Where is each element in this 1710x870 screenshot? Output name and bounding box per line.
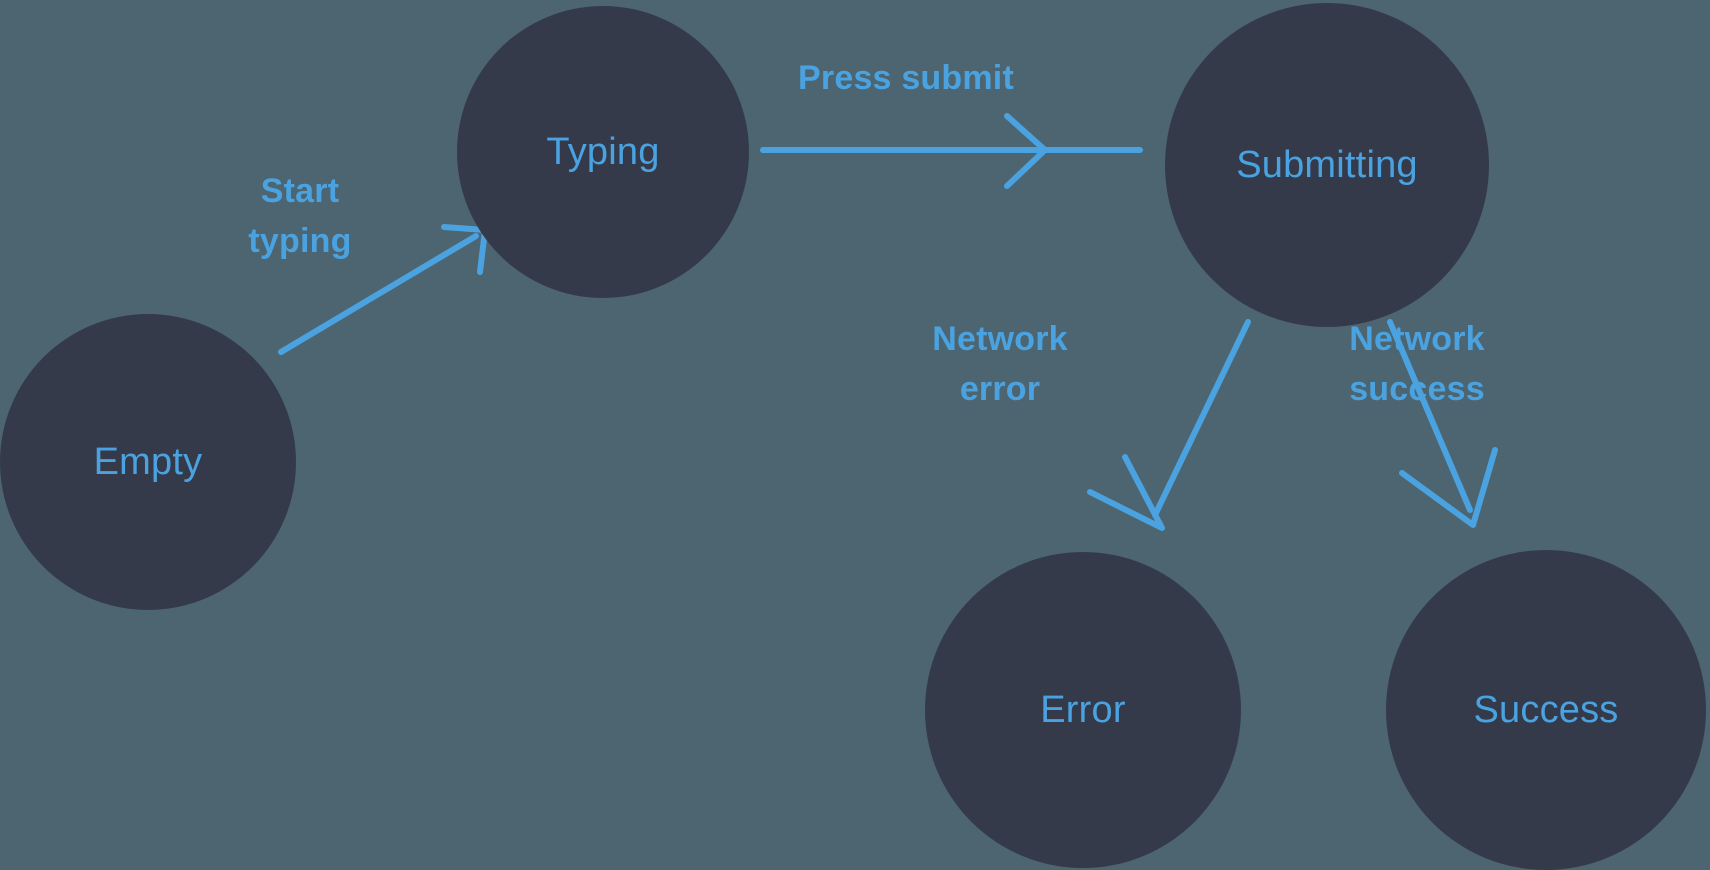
state-circle-empty[interactable]	[0, 314, 296, 610]
transition-label-network-error: Network error	[932, 320, 1068, 408]
state-node-typing[interactable]: Typing	[457, 6, 749, 298]
transition-line-network-success	[1387, 319, 1473, 513]
arrowhead-icon-press-submit	[1004, 113, 1048, 189]
transition-label-line: Network	[932, 320, 1068, 358]
state-node-success[interactable]: Success	[1386, 550, 1706, 870]
transition-press-submit	[760, 113, 1143, 189]
transition-line-network-error	[1152, 319, 1251, 518]
transition-label-line: Network	[1349, 320, 1485, 358]
transition-label-line: Press submit	[798, 59, 1014, 97]
transition-label-line: success	[1349, 370, 1485, 408]
transition-network-error	[1087, 319, 1251, 531]
transition-line-start-typing	[278, 233, 479, 355]
transition-label-start-typing: Start typing	[248, 172, 351, 260]
state-label-empty: Empty	[94, 441, 203, 483]
state-label-typing: Typing	[546, 131, 659, 173]
transition-label-line: typing	[248, 222, 351, 260]
state-node-error[interactable]: Error	[925, 552, 1241, 868]
state-node-empty[interactable]: Empty	[0, 314, 296, 610]
state-circle-typing[interactable]	[457, 6, 749, 298]
transition-network-success	[1387, 319, 1498, 528]
arrowhead-icon-network-success	[1399, 447, 1498, 528]
state-circle-submitting[interactable]	[1165, 3, 1489, 327]
transition-label-line: Start	[261, 172, 339, 210]
arrowhead-icon-network-error	[1087, 454, 1165, 531]
transitions-layer	[278, 113, 1498, 531]
state-circle-error[interactable]	[925, 552, 1241, 868]
state-label-submitting: Submitting	[1236, 144, 1418, 186]
state-node-submitting[interactable]: Submitting	[1165, 3, 1489, 327]
state-label-error: Error	[1040, 689, 1126, 731]
transition-label-line: error	[960, 370, 1040, 408]
state-label-success: Success	[1473, 689, 1618, 731]
transition-label-network-success: Network success	[1349, 320, 1485, 408]
transition-label-press-submit: Press submit	[798, 59, 1014, 97]
state-circle-success[interactable]	[1386, 550, 1706, 870]
